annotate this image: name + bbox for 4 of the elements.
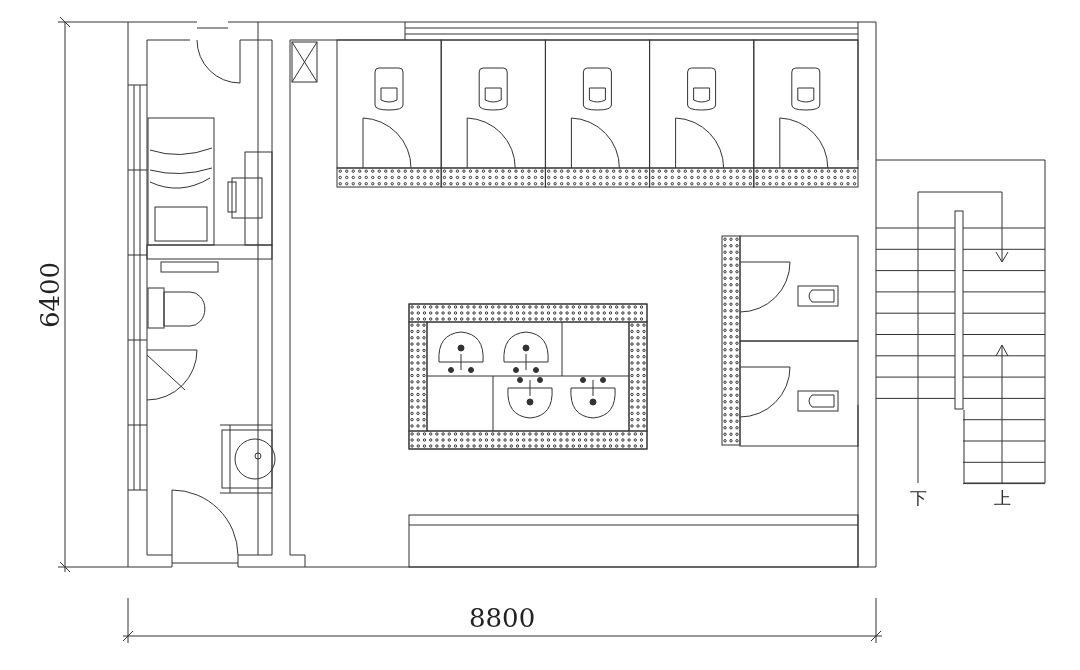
dimension-text: 8800 xyxy=(469,605,536,631)
stair-label: 上 xyxy=(993,490,1011,507)
dimension-text: 6400 xyxy=(37,261,64,329)
stair-label: 下 xyxy=(909,490,927,507)
